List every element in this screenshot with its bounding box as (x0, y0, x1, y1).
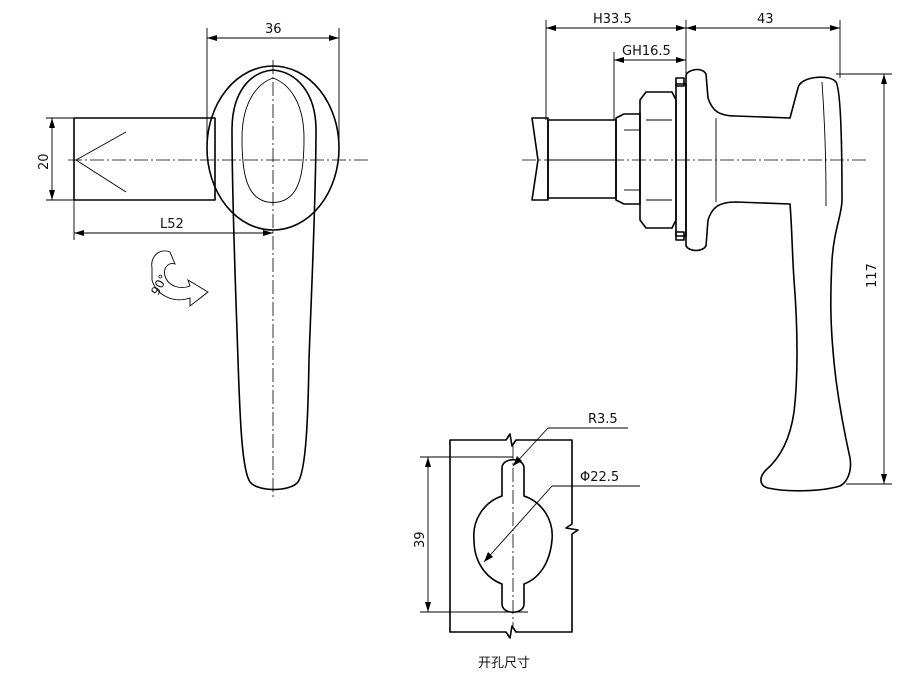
dim-phi-arrow (484, 552, 493, 562)
dim-20-arrow-bottom (49, 190, 55, 200)
dim-43-label: 43 (757, 12, 774, 27)
dim-l52-label: L52 (160, 217, 184, 232)
dim-l52-arrow-left (74, 230, 84, 236)
dim-36-arrow-right (329, 35, 339, 41)
side-cylinder-plug (531, 117, 549, 201)
cutout-caption: 开孔尺寸 (478, 656, 530, 671)
side-handle-base (685, 68, 852, 492)
dim-20-arrow-top (49, 118, 55, 128)
side-small-nut (615, 113, 641, 205)
side-handle-grip-line (821, 81, 827, 207)
dim-117-arrow-top (881, 74, 887, 84)
dim-gh-arrow-left (614, 57, 624, 63)
dim-39-arrow-top (425, 457, 431, 467)
side-view: H33.5 43 GH16.5 117 (522, 12, 892, 492)
dim-h33-label: H33.5 (593, 12, 632, 27)
side-screw-bottom (675, 231, 685, 241)
side-screw-top (675, 77, 685, 87)
dim-20-label: 20 (37, 153, 52, 170)
keyhole-cutout (473, 458, 553, 614)
front-handle-outline (231, 69, 317, 491)
dim-h33-arrow-left (546, 25, 556, 31)
dim-43-arrow-right (830, 25, 840, 31)
front-view: 36 20 L52 90° (37, 22, 368, 500)
dim-gh-label: GH16.5 (622, 44, 671, 59)
cutout-view: Φ22.5 R3.5 39 开孔尺寸 (413, 412, 640, 671)
rotation-arrow-icon (151, 250, 209, 307)
dim-phi-label: Φ22.5 (580, 470, 619, 485)
dim-39-arrow-bottom (425, 602, 431, 612)
dim-phi-line (483, 485, 553, 563)
dim-r-label: R3.5 (588, 412, 618, 427)
front-cylinder-v-mark (75, 131, 127, 193)
front-cylinder-body (73, 117, 216, 201)
dim-36-arrow-left (207, 35, 217, 41)
dim-r-arrow (513, 456, 522, 466)
dim-117-arrow-bottom (881, 474, 887, 484)
dim-39-label: 39 (413, 531, 428, 548)
dim-117-label: 117 (865, 263, 880, 288)
dim-gh-arrow-right (676, 57, 686, 63)
side-cylinder-body (547, 119, 617, 199)
dim-l52-arrow-right (263, 230, 273, 236)
cutout-panel-outline (449, 433, 579, 639)
dim-h33-arrow-right (676, 25, 686, 31)
dim-43-arrow-left (686, 25, 696, 31)
dim-36-label: 36 (265, 22, 282, 37)
